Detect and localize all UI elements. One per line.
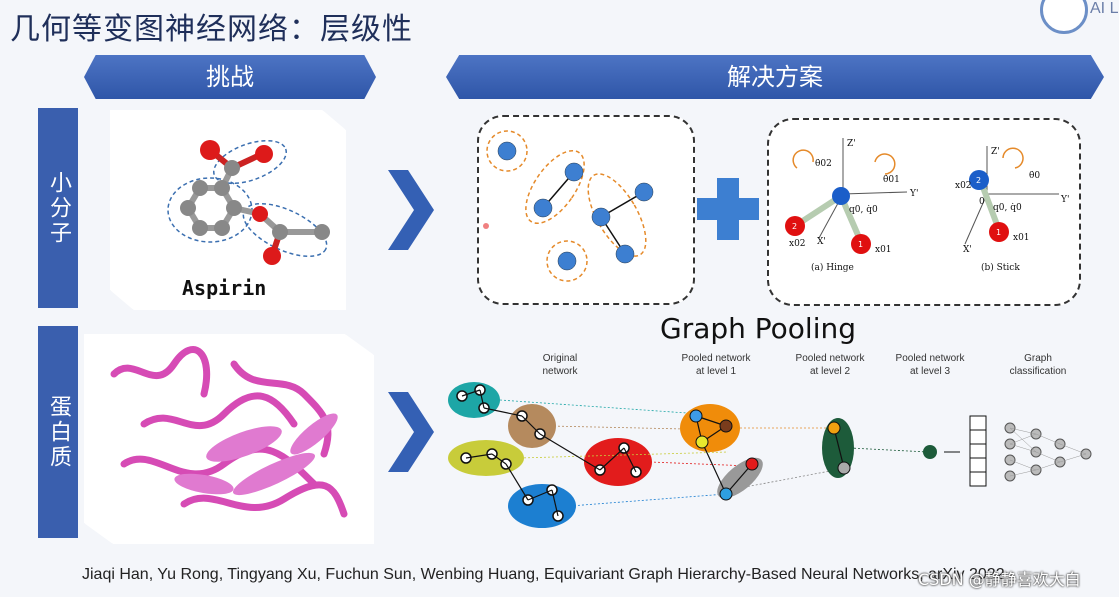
row-label-protein: 蛋白质 [38,326,78,538]
citation: Jiaqi Han, Yu Rong, Tingyang Xu, Fuchun … [82,566,1005,584]
axis-x-label-b: X' [963,245,972,255]
axis-z-label-b: Z' [991,147,1000,157]
logo-icon [1040,0,1088,34]
protein-structure-image [84,334,374,544]
hinge-stick-diagram: Z' Y' X' Z' Y' X' 2 1 2 1 θ̇02 θ̇01 θ̇0 … [767,118,1077,302]
challenge-banner: 挑战 [84,55,376,99]
hinge-caption: (a) Hinge [811,262,854,273]
x02-label-b: x02 [955,181,972,191]
plus-icon [697,178,759,240]
column-label-level2: Pooled network at level 2 [780,352,880,378]
stick-node-2-label: 2 [976,176,981,185]
x01-label: x01 [875,245,892,255]
chevron-right-icon [388,392,434,472]
axis-y-label-a: Y' [909,189,918,199]
stick-caption: (b) Stick [981,262,1020,273]
column-label-classification: Graph classification [998,352,1078,378]
hinge-node-1-label: 1 [858,240,863,249]
graph-pooling-diagram [440,378,1100,538]
x02-label: x02 [789,239,806,249]
chevron-right-icon [388,170,434,250]
logo-text: AI L [1090,0,1118,18]
stick-node-1-label: 1 [996,228,1001,237]
aspirin-molecule-image [110,110,346,280]
watermark: CSDN @静静喜欢大白 [918,566,1081,590]
page-title: 几何等变图神经网络：层级性 [10,4,413,48]
origin-label: 0 [979,197,985,207]
row-label-small-molecule: 小分子 [38,108,78,308]
q0-label-a: q0, q̇0 [849,205,878,215]
clustered-nodes-diagram [477,115,691,301]
q0-label-b: q0, q̇0 [993,203,1022,213]
axis-y-label-b: Y' [1060,195,1069,205]
column-label-level1: Pooled network at level 1 [666,352,766,378]
theta01-label: θ̇01 [883,175,900,185]
solution-banner: 解决方案 [446,55,1104,99]
axis-z-label-a: Z' [847,139,856,149]
column-label-level3: Pooled network at level 3 [880,352,980,378]
theta0-label: θ̇0 [1029,171,1040,181]
axis-x-label-a: X' [817,237,826,247]
aspirin-label: Aspirin [182,276,266,300]
hinge-node-2-label: 2 [792,222,797,231]
theta02-label: θ̇02 [815,159,832,169]
graph-pooling-title: Graph Pooling [660,312,856,345]
column-label-original: Original network [520,352,600,378]
x01-label-b: x01 [1013,233,1030,243]
